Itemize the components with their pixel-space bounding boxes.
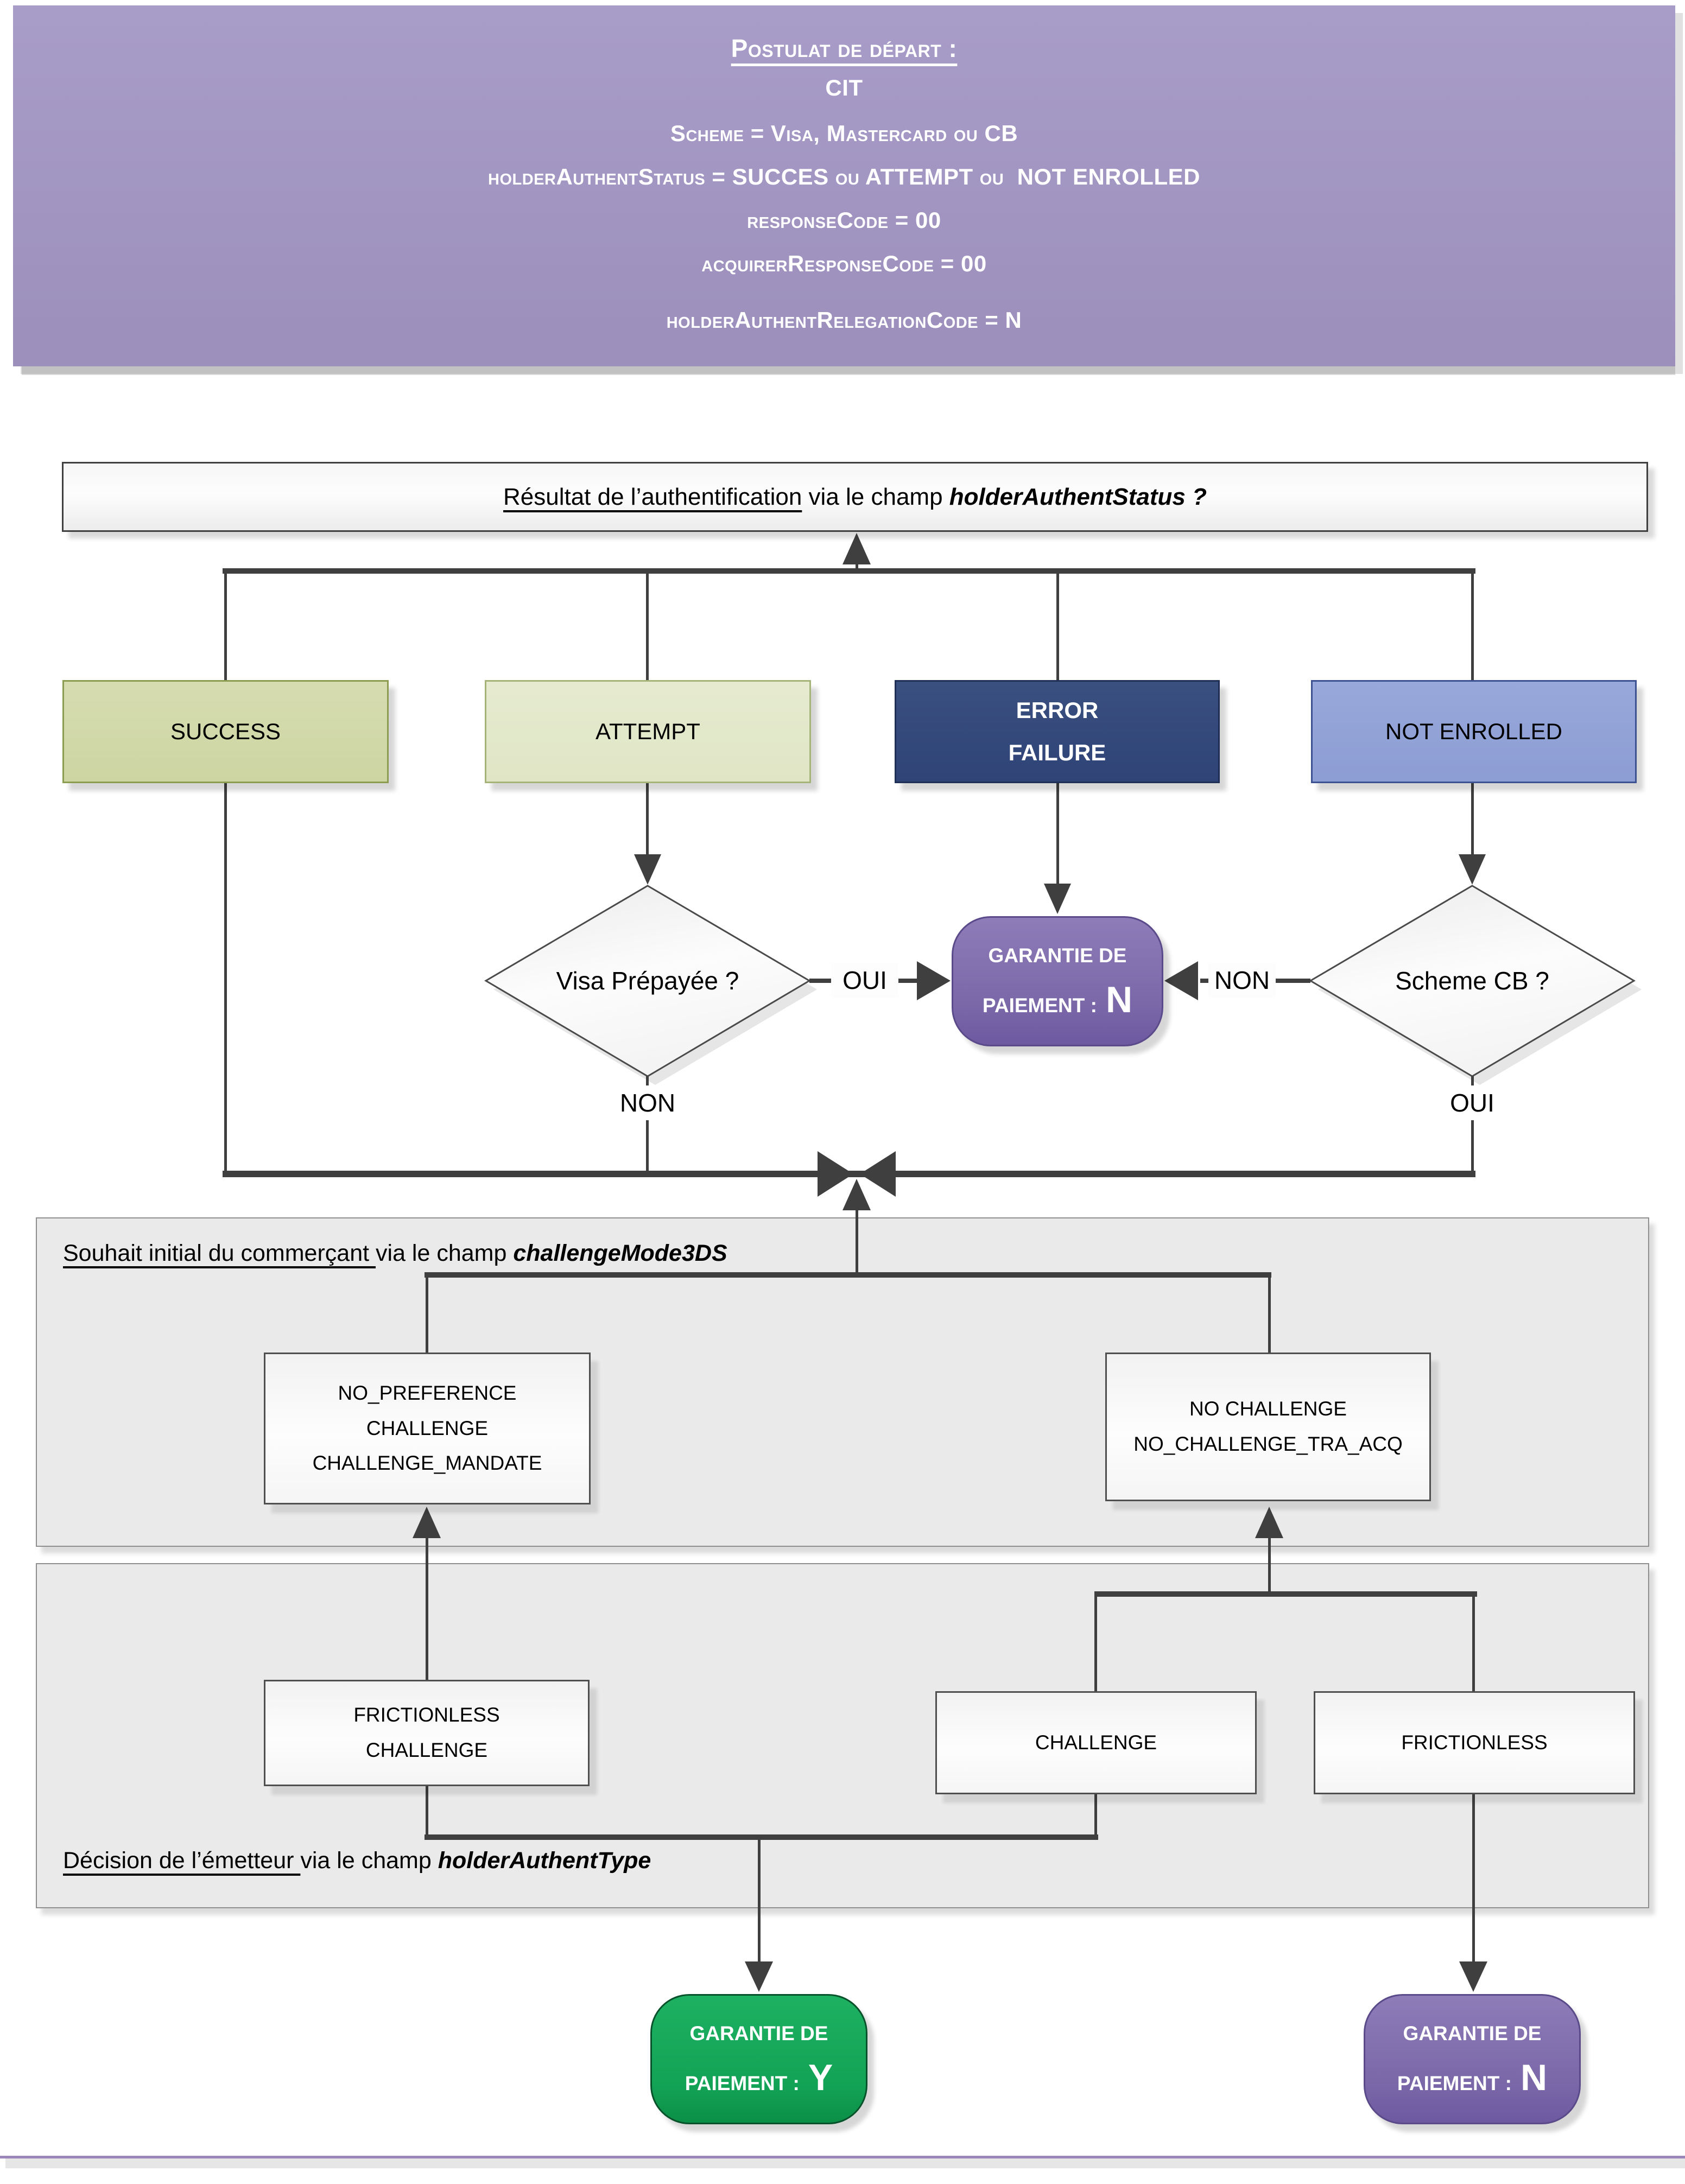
merchant-label-mid: via le champ (376, 1240, 514, 1266)
arrow-down-garantie-y-icon (745, 1961, 773, 1992)
status-drops (224, 783, 1486, 1172)
premise-line-responsecode: responseCode = 00 (747, 207, 941, 233)
arrow-left-icon (1164, 961, 1198, 1000)
garantie-paiement-n-mid-node: GARANTIE DE PAIEMENT : N (952, 916, 1163, 1046)
banner-shadow (22, 366, 1675, 375)
arrow-converge-right-icon (818, 1151, 853, 1197)
garantie-yes-line1: GARANTIE DE (689, 2022, 828, 2045)
edge-label-cb-non: NON (1208, 963, 1276, 998)
issuer-tee (1094, 1591, 1477, 1691)
merchant-box-no-preference: NO_PREFERENCE CHALLENGE CHALLENGE_MANDAT… (264, 1353, 591, 1504)
arrow-converge-left-icon (860, 1151, 896, 1197)
garantie-mid-value: N (1105, 979, 1133, 1020)
premise-line-acquirerresponsecode: acquirerResponseCode = 00 (701, 251, 987, 276)
issuer-section-label: Décision de l’émetteur via le champ hold… (63, 1847, 651, 1874)
arrow-up-left-box-icon (413, 1507, 441, 1538)
status-box-success: SUCCESS (62, 680, 389, 783)
premise-line-scheme: Scheme = Visa, Mastercard ou CB (670, 120, 1018, 146)
issuer-label-underlined: Décision de l’émetteur (63, 1847, 301, 1874)
visa-non-drop (646, 1076, 649, 1172)
arrow-right-icon (917, 961, 951, 1000)
issuer-box-frictionless: FRICTIONLESS (1314, 1691, 1635, 1794)
footer-shadow-band (5, 2158, 1685, 2168)
arrow-down-cb-icon (1459, 854, 1486, 885)
issuer-label-mid: via le champ (300, 1847, 438, 1874)
merge-bar (223, 1151, 1475, 1275)
authent-result-question-text: Résultat de l’authentification via le ch… (503, 484, 1207, 511)
garantie-yes-line2: PAIEMENT : (685, 2072, 800, 2094)
premise-banner: Postulat de départ : CIT Scheme = Visa, … (13, 5, 1675, 366)
garantie-paiement-n-bottom-node: GARANTIE DE PAIEMENT : N (1364, 1994, 1581, 2124)
garantie-paiement-y-node: GARANTIE DE PAIEMENT : Y (650, 1994, 867, 2124)
issuer-label-field: holderAuthentType (438, 1847, 651, 1874)
question-mid: via le champ (802, 483, 949, 510)
garantie-yes-value: Y (808, 2057, 833, 2098)
outcome-wiring (425, 1786, 1487, 1992)
premise-title: Postulat de départ : (13, 34, 1675, 63)
garantie-yes-line2-wrap: PAIEMENT : Y (685, 2059, 833, 2096)
edge-label-visa-oui: OUI (831, 963, 898, 998)
visa-prepaid-label: Visa Prépayée ? (556, 967, 739, 995)
merchant-label-field: challengeMode3DS (513, 1240, 727, 1266)
garantie-no-value: N (1520, 2057, 1548, 2098)
footer-purple-rule (0, 2156, 1685, 2158)
merchant-box-no-challenge: NO CHALLENGE NO_CHALLENGE_TRA_ACQ (1105, 1353, 1431, 1501)
premise-title-text: Postulat de départ : (731, 34, 958, 62)
premise-line-holderauthentstatus: holderAuthentStatus = SUCCES ou ATTEMPT … (488, 164, 1200, 189)
scheme-cb-label: Scheme CB ? (1395, 967, 1549, 995)
status-bus (223, 533, 1475, 681)
question-field: holderAuthentStatus ? (949, 483, 1207, 510)
premise-line-relegationcode: holderAuthentRelegationCode = N (666, 307, 1022, 333)
garantie-no-line1: GARANTIE DE (1403, 2022, 1542, 2045)
garantie-no-line2-wrap: PAIEMENT : N (1397, 2059, 1547, 2096)
garantie-mid-line2-wrap: PAIEMENT : N (983, 981, 1132, 1018)
status-box-error-failure: ERROR FAILURE (895, 680, 1220, 783)
edge-label-visa-non: NON (607, 1085, 688, 1120)
merchant-label-underlined: Souhait initial du commerçant (63, 1240, 376, 1266)
merchant-feeds (413, 1507, 1283, 1680)
status-box-not-enrolled: NOT ENROLLED (1311, 680, 1637, 783)
arrow-down-garantie-icon (1044, 884, 1071, 914)
arrow-up-right-box-icon (1255, 1507, 1283, 1538)
merchant-section-label: Souhait initial du commerçant via le cha… (63, 1240, 727, 1267)
question-underlined: Résultat de l’authentification (503, 483, 802, 510)
authent-result-question-box: Résultat de l’authentification via le ch… (62, 462, 1648, 532)
garantie-no-line2: PAIEMENT : (1397, 2072, 1512, 2094)
arrow-down-garantie-n-icon (1459, 1961, 1487, 1992)
edge-label-cb-oui: OUI (1433, 1085, 1511, 1120)
issuer-box-challenge: CHALLENGE (935, 1691, 1257, 1794)
arrow-up-to-merge-icon (842, 1179, 871, 1210)
cb-oui-drop (1471, 1076, 1474, 1172)
arrow-up-to-question-icon (842, 533, 871, 564)
garantie-mid-line1: GARANTIE DE (988, 944, 1127, 967)
status-box-attempt: ATTEMPT (485, 680, 811, 783)
garantie-mid-line2: PAIEMENT : (982, 994, 1097, 1017)
premise-line-cit: CIT (825, 75, 863, 100)
arrow-down-visa-icon (634, 854, 661, 885)
merchant-tee (425, 1272, 1271, 1353)
issuer-box-frictionless-challenge: FRICTIONLESS CHALLENGE (264, 1680, 590, 1786)
